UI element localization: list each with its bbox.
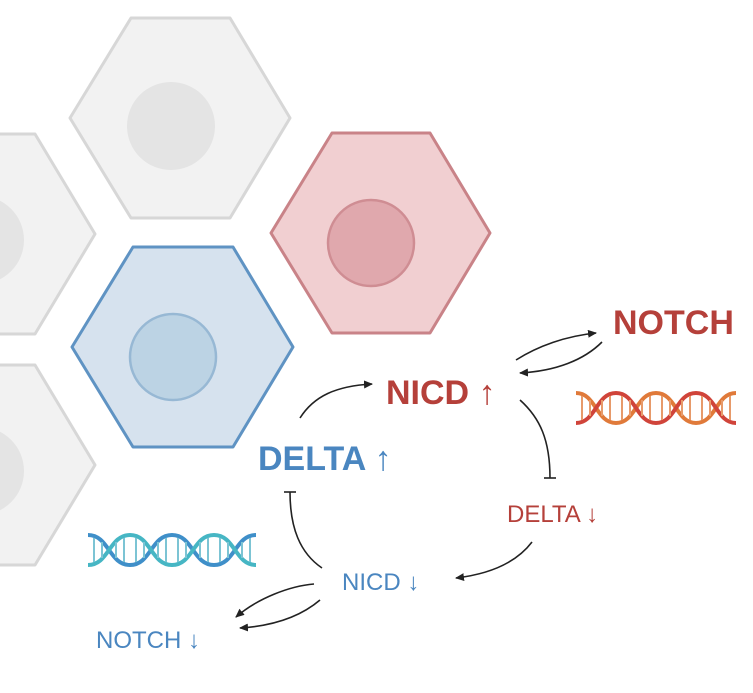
arrow-notch-low-to-nicd-low: [239, 599, 321, 632]
label-notch-high: NOTCH: [613, 304, 734, 342]
nucleus-blue: [128, 312, 218, 402]
label-delta-high: DELTA ↑: [258, 440, 391, 478]
arrow-delta-high-to-nicd-high: [299, 380, 373, 419]
arrow-notch-to-nicd-high: [519, 341, 603, 377]
nucleus-red: [326, 198, 416, 288]
label-delta-low: DELTA ↓: [507, 501, 598, 528]
inhibit-nicd-high-to-delta-low: [519, 399, 557, 479]
label-notch-low: NOTCH ↓: [96, 627, 200, 654]
cell-neutral-left: [0, 132, 97, 336]
label-nicd-high: NICD ↑: [386, 374, 496, 412]
arrow-nicd-low-to-notch-low: [235, 583, 315, 618]
cell-neutral-top: [68, 16, 292, 220]
nucleus-neutral-top: [127, 82, 215, 170]
dna-helix-red-icon: [575, 390, 737, 426]
nucleus-neutral-left: [0, 200, 24, 280]
cell-delta-high-blue: [70, 245, 295, 449]
nucleus-neutral-bottom-left: [0, 431, 24, 511]
inhibit-nicd-low-to-delta-high: [283, 491, 323, 569]
arrow-nicd-high-to-notch: [515, 329, 597, 361]
dna-helix-blue-icon: [87, 532, 257, 568]
arrow-delta-low-to-nicd-low: [455, 541, 533, 582]
signaling-arrows: [235, 329, 603, 632]
cell-notch-high-red: [269, 131, 492, 335]
label-nicd-low: NICD ↓: [342, 569, 419, 596]
cell-neutral-bottom-left: [0, 363, 97, 567]
